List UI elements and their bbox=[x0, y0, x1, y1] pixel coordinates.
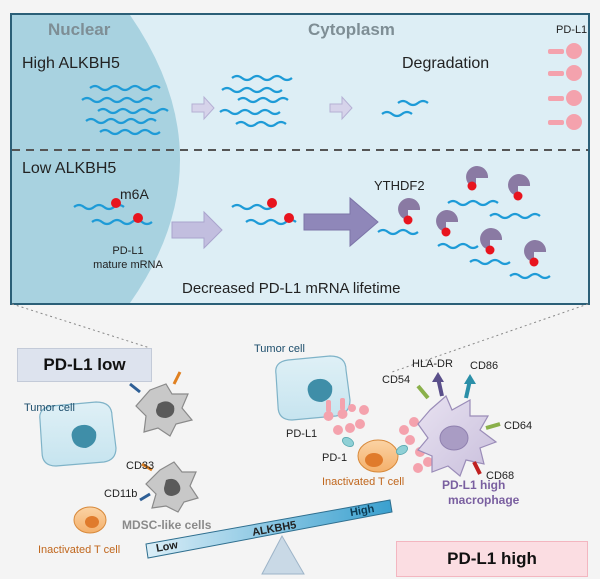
t-cell-right bbox=[342, 437, 408, 473]
pdl1-low-box: PD-L1 low bbox=[17, 348, 152, 382]
cd86-label: CD86 bbox=[470, 360, 499, 372]
mrna-group-cytoplasm-low bbox=[231, 198, 297, 226]
mrna-group-degradation bbox=[381, 99, 429, 118]
macrophage bbox=[416, 372, 501, 478]
t-cell-left bbox=[73, 506, 107, 534]
high-alkbh5-label: High ALKBH5 bbox=[22, 55, 120, 72]
mdsc-cell-1 bbox=[129, 371, 194, 437]
mrna-group-nuclear-high bbox=[81, 84, 169, 136]
tumor-cell-right-label: Tumor cell bbox=[254, 343, 305, 355]
arrow-high-2 bbox=[329, 95, 353, 121]
cd11b-label: CD11b bbox=[104, 488, 138, 500]
pdl1-receptors bbox=[548, 43, 582, 130]
ythdf2-label: YTHDF2 bbox=[374, 178, 425, 193]
low-alkbh5-label: Low ALKBH5 bbox=[22, 160, 117, 177]
pdl1-high-box: PD-L1 high bbox=[396, 541, 588, 577]
cd54-label: CD54 bbox=[382, 374, 411, 386]
pd1-label: PD-1 bbox=[322, 452, 348, 464]
ythdf2-complexes bbox=[377, 166, 551, 280]
pdl1-receptor-label: PD-L1 bbox=[556, 24, 588, 36]
macrophage-label-2: macrophage bbox=[448, 493, 520, 507]
zoom-line-left bbox=[11, 303, 151, 349]
pdl1-on-macrophage bbox=[399, 417, 433, 473]
hla-dr-label: HLA-DR bbox=[412, 358, 453, 370]
lifetime-label: Decreased PD-L1 mRNA lifetime bbox=[182, 280, 401, 297]
tumor-cell-right bbox=[275, 355, 351, 421]
nuclear-label: Nuclear bbox=[48, 20, 111, 39]
arrow-high-1 bbox=[191, 95, 215, 121]
m6a-label: m6A bbox=[120, 186, 149, 202]
inactivated-t-left-label: Inactivated T cell bbox=[38, 544, 121, 556]
cd68-label: CD68 bbox=[486, 470, 515, 482]
arrow-low-1 bbox=[171, 210, 223, 250]
pdl1-mature-label-1: PD-L1 bbox=[112, 245, 144, 257]
mrna-group-nuclear-low bbox=[73, 198, 153, 226]
inactivated-t-right-label: Inactivated T cell bbox=[322, 476, 405, 488]
tumor-cell-left bbox=[39, 401, 117, 467]
tumor-cell-left-label: Tumor cell bbox=[24, 402, 75, 414]
macrophage-label-1: PD-L1 high bbox=[442, 478, 506, 492]
cd33-label: CD33 bbox=[126, 460, 155, 472]
mrna-group-cytoplasm-high bbox=[219, 74, 293, 128]
pdl1-label: PD-L1 bbox=[286, 428, 318, 440]
cd64-label: CD64 bbox=[504, 420, 533, 432]
arrow-low-2 bbox=[303, 196, 379, 248]
degradation-label: Degradation bbox=[402, 55, 490, 72]
mdsc-label: MDSC-like cells bbox=[122, 518, 212, 532]
pdl1-mature-label-2: mature mRNA bbox=[93, 259, 163, 271]
pdl1-on-tumor bbox=[323, 398, 369, 435]
cytoplasm-label: Cytoplasm bbox=[308, 20, 395, 39]
seesaw bbox=[145, 499, 393, 575]
mdsc-cell-2 bbox=[139, 461, 199, 513]
